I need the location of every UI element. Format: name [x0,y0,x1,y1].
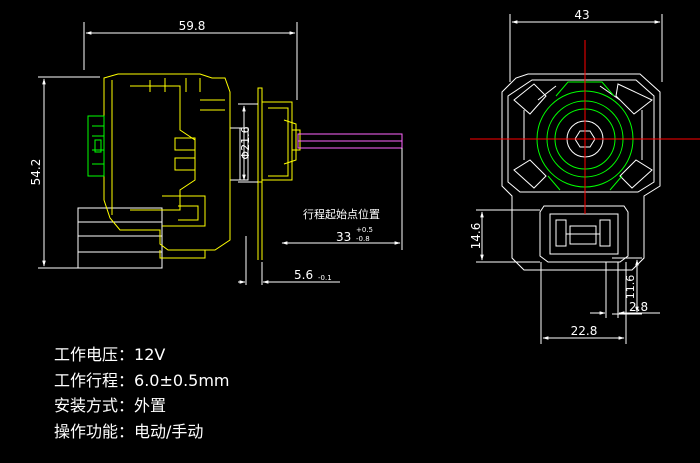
dim-5-6-tol: -0.1 [318,274,332,282]
dim-connector-height [476,209,540,263]
spec-travel: 工作行程：6.0±0.5mm [54,370,230,390]
dim-33-tol-lower: -0.8 [356,235,370,243]
dim-connector-width [540,262,627,344]
spec-voltage-label: 工作电压 [54,345,119,364]
dim-14-6-label: 14.6 [469,223,483,250]
dim-11-6-label: 11.6 [624,275,637,300]
spec-mount-label: 安装方式 [54,396,119,415]
side-shaft [297,133,403,149]
dim-diameter [238,103,258,183]
spec-function-label: 操作功能 [54,421,119,441]
front-center-lines [470,40,700,214]
travel-start-label: 行程起始点位置 [303,207,380,221]
dim-travel [281,148,403,250]
front-body-outline [501,73,661,271]
dim-33-tol-upper: +0.5 [356,226,373,234]
side-flange [257,87,301,260]
dim-width-side [83,22,298,100]
spec-voltage-value: 12V [134,345,166,364]
dim-22-8-label: 22.8 [571,324,598,338]
side-connector [87,115,105,177]
dim-height-side [38,76,100,269]
dim-5-6-label: 5.6 [294,268,313,282]
spec-travel-label: 工作行程 [54,370,119,390]
side-view: 59.8 54.2 [29,19,403,285]
dim-59-8-label: 59.8 [179,19,206,33]
dim-2-8-label: 2.8 [629,300,648,314]
dim-width-front [509,14,663,82]
spec-voltage: 工作电压：12V [54,345,166,364]
spec-function-value: 电动/手动 [134,421,204,441]
spec-mount: 安装方式：外置 [54,396,167,415]
dim-54-2-label: 54.2 [29,159,43,186]
dim-flange [238,236,340,285]
dim-43-label: 43 [574,8,589,22]
spec-travel-value: 6.0±0.5mm [134,370,230,390]
front-view: 43 [469,8,700,344]
dim-diameter-label: Φ21.6 [239,126,252,159]
spec-function: 操作功能：电动/手动 [54,421,204,441]
dim-33-label: 33 [336,230,351,244]
side-housing-outline [103,73,231,259]
spec-list: 工作电压：12V 工作行程：6.0±0.5mm 安装方式：外置 操作功能：电动/… [54,342,230,444]
spec-mount-value: 外置 [134,396,167,415]
dim-pin-height [612,257,642,315]
